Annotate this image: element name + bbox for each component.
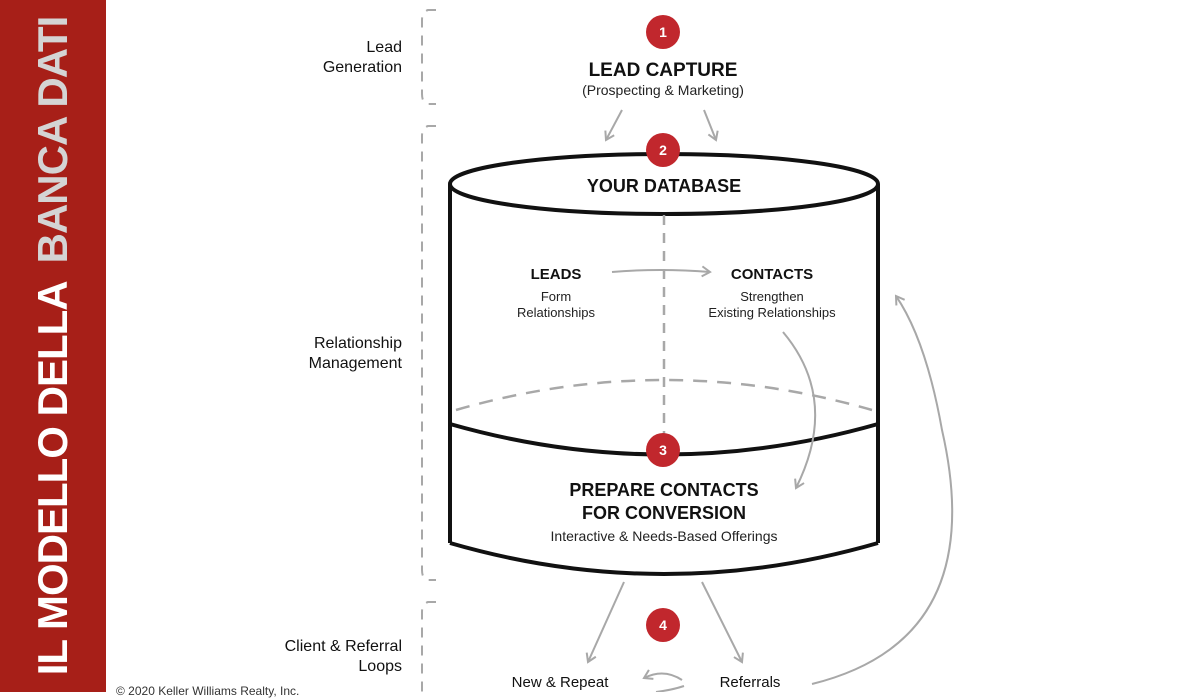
arrow-capture-right: [703, 109, 719, 142]
step-badge-2: 2: [646, 133, 680, 167]
stage-label-line: Management: [308, 355, 402, 372]
sidebar: IL MODELLO DELLABANCA DATI: [0, 0, 106, 692]
stage-label-relationship-management: Relationship Management: [202, 334, 402, 374]
bracket-lead-generation: [421, 9, 436, 105]
arrow-to-new-repeat: [585, 581, 625, 664]
stage-label-line: Client & Referral: [284, 638, 402, 655]
leads-description: Form Relationships: [486, 289, 626, 321]
step-badge-1: 1: [646, 15, 680, 49]
contacts-description-line: Strengthen: [740, 289, 804, 304]
prepare-contacts-title: PREPARE CONTACTS FOR CONVERSION: [494, 479, 834, 525]
bracket-relationship-management: [421, 125, 436, 581]
stage-label-line: Generation: [322, 59, 402, 76]
prepare-contacts-title-line: PREPARE CONTACTS: [569, 480, 759, 500]
stage-label-line: Relationship: [313, 335, 402, 352]
leads-description-line: Relationships: [516, 305, 596, 320]
leads-description-line: Form: [540, 289, 572, 304]
arrow-new-repeat-to-referrals: [655, 685, 685, 692]
database-title: YOUR DATABASE: [586, 176, 742, 196]
arrow-to-referrals: [701, 581, 744, 664]
lead-capture-title: LEAD CAPTURE: [588, 60, 738, 81]
stage-label-line: Lead: [366, 39, 402, 56]
contacts-description: Strengthen Existing Relationships: [672, 289, 872, 321]
database-bottom: [449, 541, 879, 576]
bracket-client-referral-loops: [421, 601, 436, 692]
stage-label-client-referral-loops: Client & Referral Loops: [202, 637, 402, 677]
step-badge-4: 4: [646, 608, 680, 642]
arrow-leads-to-contacts: [611, 265, 712, 278]
stage-label-line: Loops: [358, 658, 402, 675]
database-dashed-back-edge: [455, 378, 873, 412]
step-badge-3: 3: [646, 433, 680, 467]
contacts-description-line: Existing Relationships: [708, 305, 836, 320]
new-repeat-label: New & Repeat: [511, 674, 609, 691]
leads-title: LEADS: [530, 266, 582, 283]
arrow-capture-left: [604, 109, 623, 142]
contacts-title: CONTACTS: [730, 266, 814, 283]
arrow-referrals-to-database: [811, 294, 954, 685]
lead-capture-subtitle: (Prospecting & Marketing): [582, 82, 744, 98]
copyright-footer: © 2020 Keller Williams Realty, Inc.: [116, 684, 300, 698]
prepare-contacts-subtitle: Interactive & Needs-Based Offerings: [550, 528, 778, 544]
prepare-contacts-title-line: FOR CONVERSION: [581, 503, 746, 523]
arrow-contacts-to-prepare: [782, 331, 817, 490]
referrals-label: Referrals: [719, 674, 781, 691]
arrow-referrals-to-new-repeat: [642, 669, 683, 681]
stage-label-lead-generation: Lead Generation: [202, 38, 402, 78]
